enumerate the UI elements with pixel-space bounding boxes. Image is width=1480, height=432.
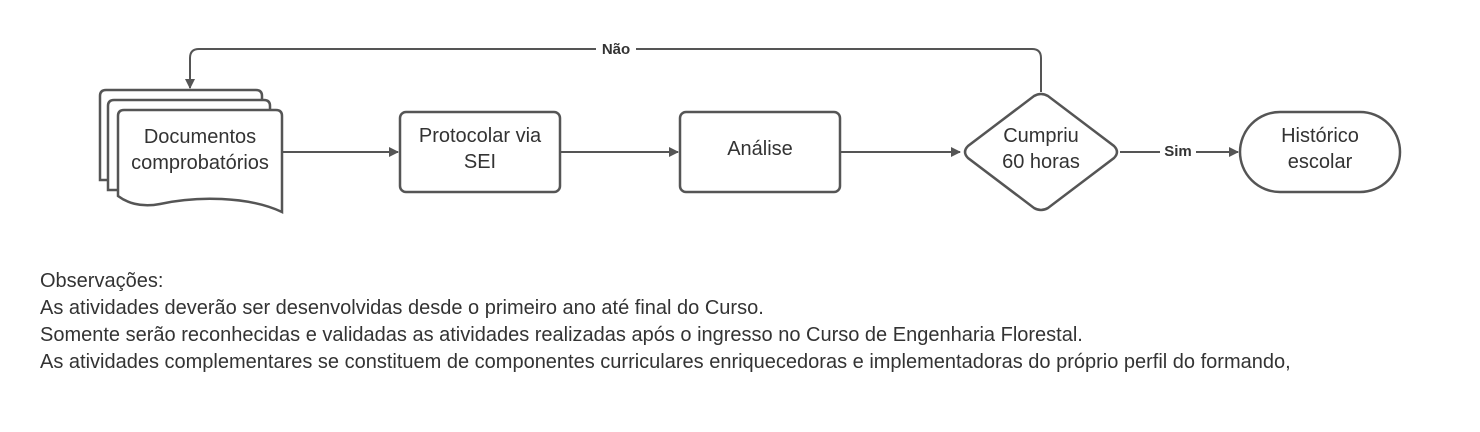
protocol-node: Protocolar via SEI — [398, 110, 562, 194]
observations: Observações: As atividades deverão ser d… — [40, 268, 1460, 376]
observation-line-1: As atividades deverão ser desenvolvidas … — [40, 297, 764, 319]
protocol-label-line2: SEI — [464, 151, 496, 173]
observation-line-3: As atividades complementares se constitu… — [40, 351, 1291, 373]
observations-title: Observações: — [40, 270, 164, 292]
analysis-node: Análise — [678, 110, 842, 194]
edge-no-label: Não — [602, 41, 630, 58]
decision-label-line1: Cumpriu — [1003, 125, 1079, 147]
observation-line-2: Somente serão reconhecidas e validadas a… — [40, 324, 1083, 346]
documents-label-line1: Documentos — [144, 126, 256, 148]
decision-label-line2: 60 horas — [1002, 151, 1080, 173]
protocol-label-line1: Protocolar via — [419, 125, 542, 147]
history-label-line1: Histórico — [1281, 125, 1359, 147]
history-label-line2: escolar — [1288, 151, 1353, 173]
analysis-label: Análise — [727, 138, 793, 160]
documents-label-line2: comprobatórios — [131, 152, 269, 174]
documents-node: Documentos comprobatórios — [98, 88, 284, 214]
edge-yes-label: Sim — [1164, 143, 1192, 160]
history-node: Histórico escolar — [1238, 110, 1402, 194]
decision-node: Cumpriu 60 horas — [963, 92, 1119, 212]
flowchart: Documentos comprobatórios Protocolar via… — [98, 40, 1402, 214]
